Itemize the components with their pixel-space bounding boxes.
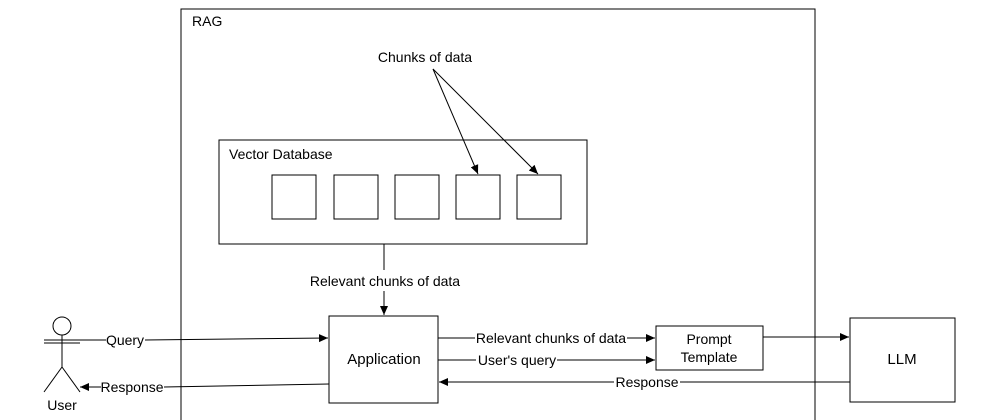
relevant-chunks-db-label: Relevant chunks of data [310,273,460,289]
vector-database-label: Vector Database [229,146,333,162]
llm-response-label: Response [615,374,678,390]
response-user-label: Response [100,379,163,395]
response-user-line [163,383,330,388]
relevant-chunks-prompt-label: Relevant chunks of data [476,330,626,346]
application-label: Application [347,351,420,368]
chunks-arrow-1 [432,68,479,175]
rag-container [180,8,816,420]
application-box [328,315,439,404]
prompt-template-box [655,325,764,371]
users-query-label: User's query [478,352,556,368]
vector-slot-2 [333,174,379,220]
user-label: User [47,397,77,413]
prompt-template-label-line2: Template [681,349,738,365]
chunks-arrow-2 [432,68,539,175]
prompt-template-label-line1: Prompt [686,331,731,347]
vector-slot-4 [455,174,501,220]
vector-slot-5 [516,174,562,220]
query-arrow [144,334,329,343]
llm-label: LLM [887,351,916,368]
chunks-of-data-label: Chunks of data [378,49,472,65]
vector-slot-1 [271,174,317,220]
vector-slot-3 [394,174,440,220]
llm-box [849,317,956,403]
rag-label: RAG [192,13,222,29]
user-icon [43,316,81,393]
query-label: Query [106,332,144,348]
